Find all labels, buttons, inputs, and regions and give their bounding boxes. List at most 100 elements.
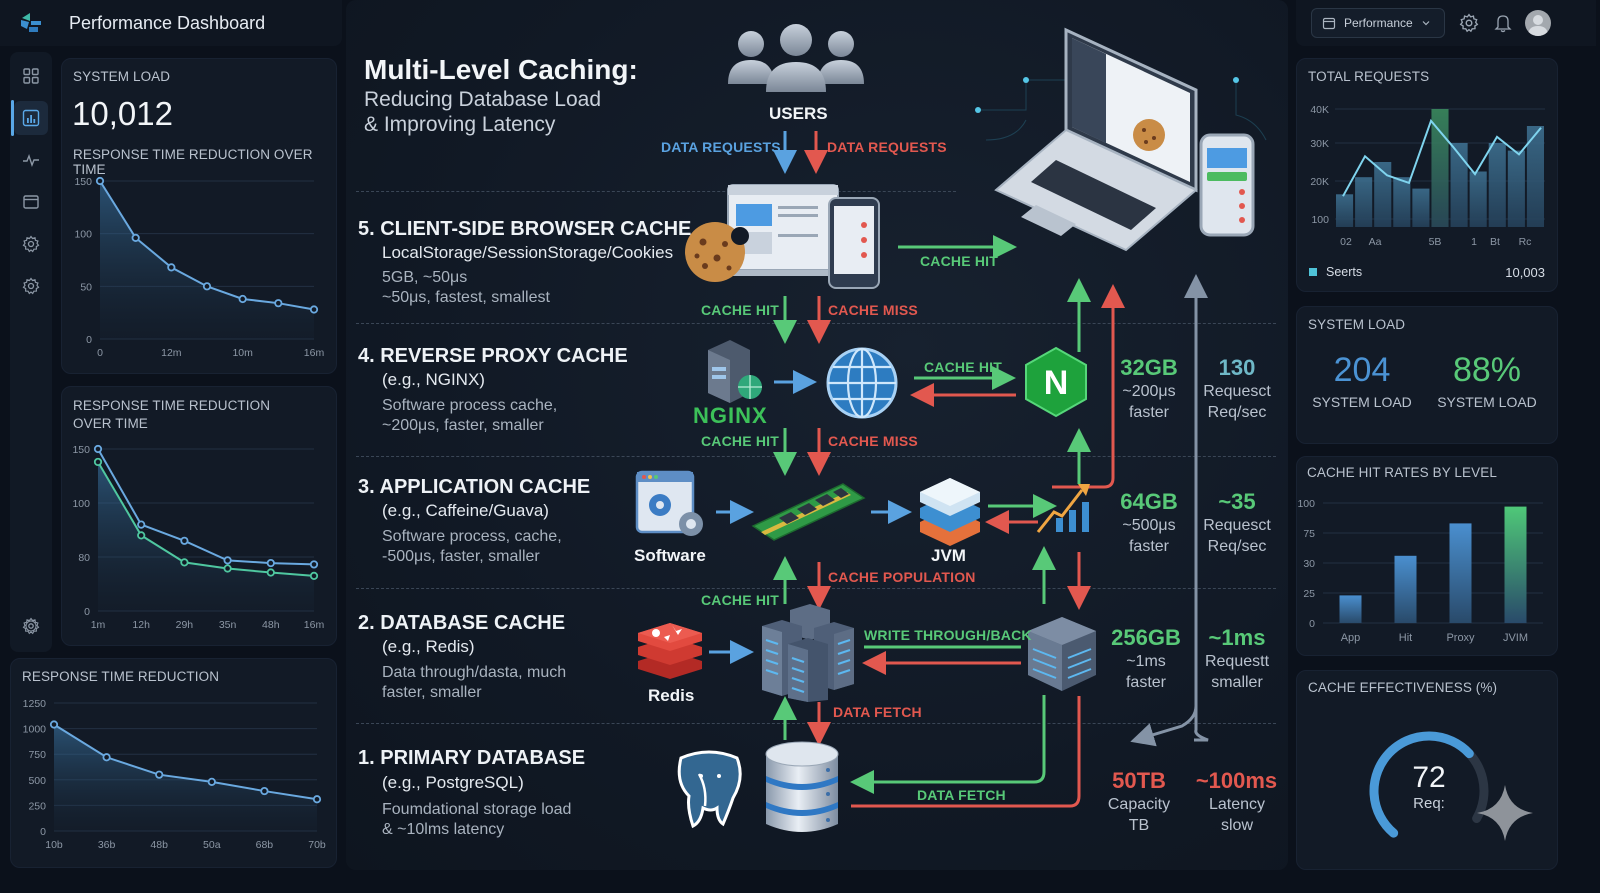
level-3-capacity: 64GB	[1120, 489, 1178, 514]
bar	[1469, 171, 1487, 227]
y-tick-label: 25	[1303, 588, 1315, 600]
metric-line: Capacity	[1107, 796, 1171, 813]
sidebar-item-preferences[interactable]	[14, 269, 48, 303]
metric-line: Req/sec	[1207, 404, 1267, 421]
cache-hit-label: CACHE HIT	[924, 359, 1003, 375]
series-line	[53, 723, 318, 801]
level-1-description: Foumdational storage load & ~10lms laten…	[382, 800, 622, 840]
performance-trend-icon	[1036, 484, 1090, 533]
card-title: RESPONSE TIME REDUCTION	[22, 669, 220, 684]
metric-line: slow	[1220, 817, 1253, 834]
database-cylinder-icon	[765, 741, 839, 832]
data-point	[93, 457, 103, 467]
sidebar-item-calendar[interactable]	[14, 185, 48, 219]
software-label: Software	[634, 546, 706, 565]
x-tick-label: JVIM	[1503, 632, 1528, 644]
level-2-capacity-sub: ~1ms faster	[1101, 651, 1191, 693]
bar	[1339, 595, 1362, 623]
y-tick-label: 0	[1309, 618, 1315, 630]
metric-line: TB	[1128, 817, 1150, 834]
y-tick-label: 75	[1303, 528, 1315, 540]
x-tick-label: 50a	[203, 839, 221, 851]
view-select[interactable]: Performance	[1311, 8, 1445, 38]
x-tick-label: 36b	[98, 839, 116, 851]
area-fill	[98, 461, 314, 611]
bypass-path	[1130, 690, 1198, 747]
system-load-value-primary: 204	[1333, 351, 1391, 389]
data-point	[223, 556, 232, 565]
data-point	[131, 233, 140, 242]
bar	[1488, 143, 1506, 227]
data-point	[202, 282, 212, 291]
settings-gear-icon	[22, 617, 40, 635]
bar	[1393, 177, 1411, 227]
diagram-subtitle: Reducing Database Load & Improving Laten…	[364, 87, 664, 137]
sidebar-item-dashboard[interactable]	[14, 59, 48, 93]
data-point	[167, 263, 176, 272]
data-point	[309, 305, 319, 314]
metric-line: faster	[1125, 674, 1166, 691]
x-tick-label: 1m	[91, 619, 106, 631]
user-avatar[interactable]	[1525, 10, 1551, 36]
x-tick-label: 1	[1471, 236, 1477, 248]
level-4-throughput-sub: Requesct Req/sec	[1192, 381, 1282, 423]
bar	[1526, 126, 1544, 227]
area-fill	[54, 724, 317, 831]
y-tick-label: 40K	[1310, 104, 1329, 116]
sidebar-item-activity[interactable]	[14, 143, 48, 177]
software-window-icon	[635, 470, 703, 536]
level-4-example: (e.g., NGINX)	[382, 370, 485, 389]
jvm-label: JVM	[931, 546, 966, 565]
card-title-line: OVER TIME	[73, 416, 148, 431]
sidebar-item-settings[interactable]	[14, 227, 48, 261]
bell-icon[interactable]	[1494, 13, 1512, 33]
sidebar-item-analytics[interactable]	[14, 101, 48, 135]
y-tick-label: 500	[28, 775, 46, 787]
flow-arrows	[709, 131, 1209, 808]
level-2-example: (e.g., Redis)	[382, 637, 475, 656]
settings-gear-icon[interactable]	[1459, 13, 1479, 33]
data-point	[49, 720, 59, 729]
level-3-title: 3. APPLICATION CACHE	[358, 476, 591, 498]
metric-line: Requestt	[1204, 653, 1270, 670]
gear-icon	[22, 277, 40, 295]
browser-devices-icon	[685, 184, 880, 289]
level-3-description: Software process, cache, -500μs, faster,…	[382, 527, 622, 567]
y-tick-label: 750	[28, 749, 46, 761]
system-load-value-percent: 88%	[1452, 351, 1522, 389]
cache-hit-label: CACHE HIT	[701, 433, 780, 449]
data-point	[266, 558, 275, 568]
data-point	[207, 777, 216, 786]
ram-module-icon	[751, 483, 866, 541]
system-load-value: 10,012	[72, 95, 173, 132]
level-3-throughput: ~35	[1218, 489, 1256, 514]
metric-line: ~1ms	[1126, 653, 1166, 670]
bar-chart-icon	[22, 109, 40, 127]
app-logo-icon	[21, 13, 41, 32]
legend-swatch	[1309, 268, 1317, 276]
metric-line: ~500μs	[1122, 517, 1176, 534]
card-title: CACHE HIT RATES BY LEVEL	[1307, 465, 1497, 480]
level-1-capacity: 50TB	[1112, 768, 1166, 793]
data-point	[260, 786, 269, 796]
sidebar-item-bottom-settings[interactable]	[14, 609, 48, 643]
x-tick-label: 10m	[232, 347, 253, 359]
x-tick-label: 16m	[304, 347, 325, 359]
metric-line: Requesct	[1203, 517, 1271, 534]
sparkle-icon	[1477, 785, 1533, 841]
gear-icon	[22, 235, 40, 253]
gauge-value: 72	[1412, 761, 1446, 794]
bar	[1507, 150, 1525, 227]
series-line	[97, 448, 315, 566]
level-3-throughput-sub: Requesct Req/sec	[1192, 515, 1282, 557]
level-2-throughput: ~1ms	[1208, 625, 1266, 650]
legend-label: Seerts	[1326, 265, 1363, 279]
bar	[1374, 162, 1392, 227]
x-tick-label: 16m	[304, 619, 325, 631]
cookie-icon	[685, 222, 749, 282]
data-fetch-path	[851, 696, 1081, 808]
